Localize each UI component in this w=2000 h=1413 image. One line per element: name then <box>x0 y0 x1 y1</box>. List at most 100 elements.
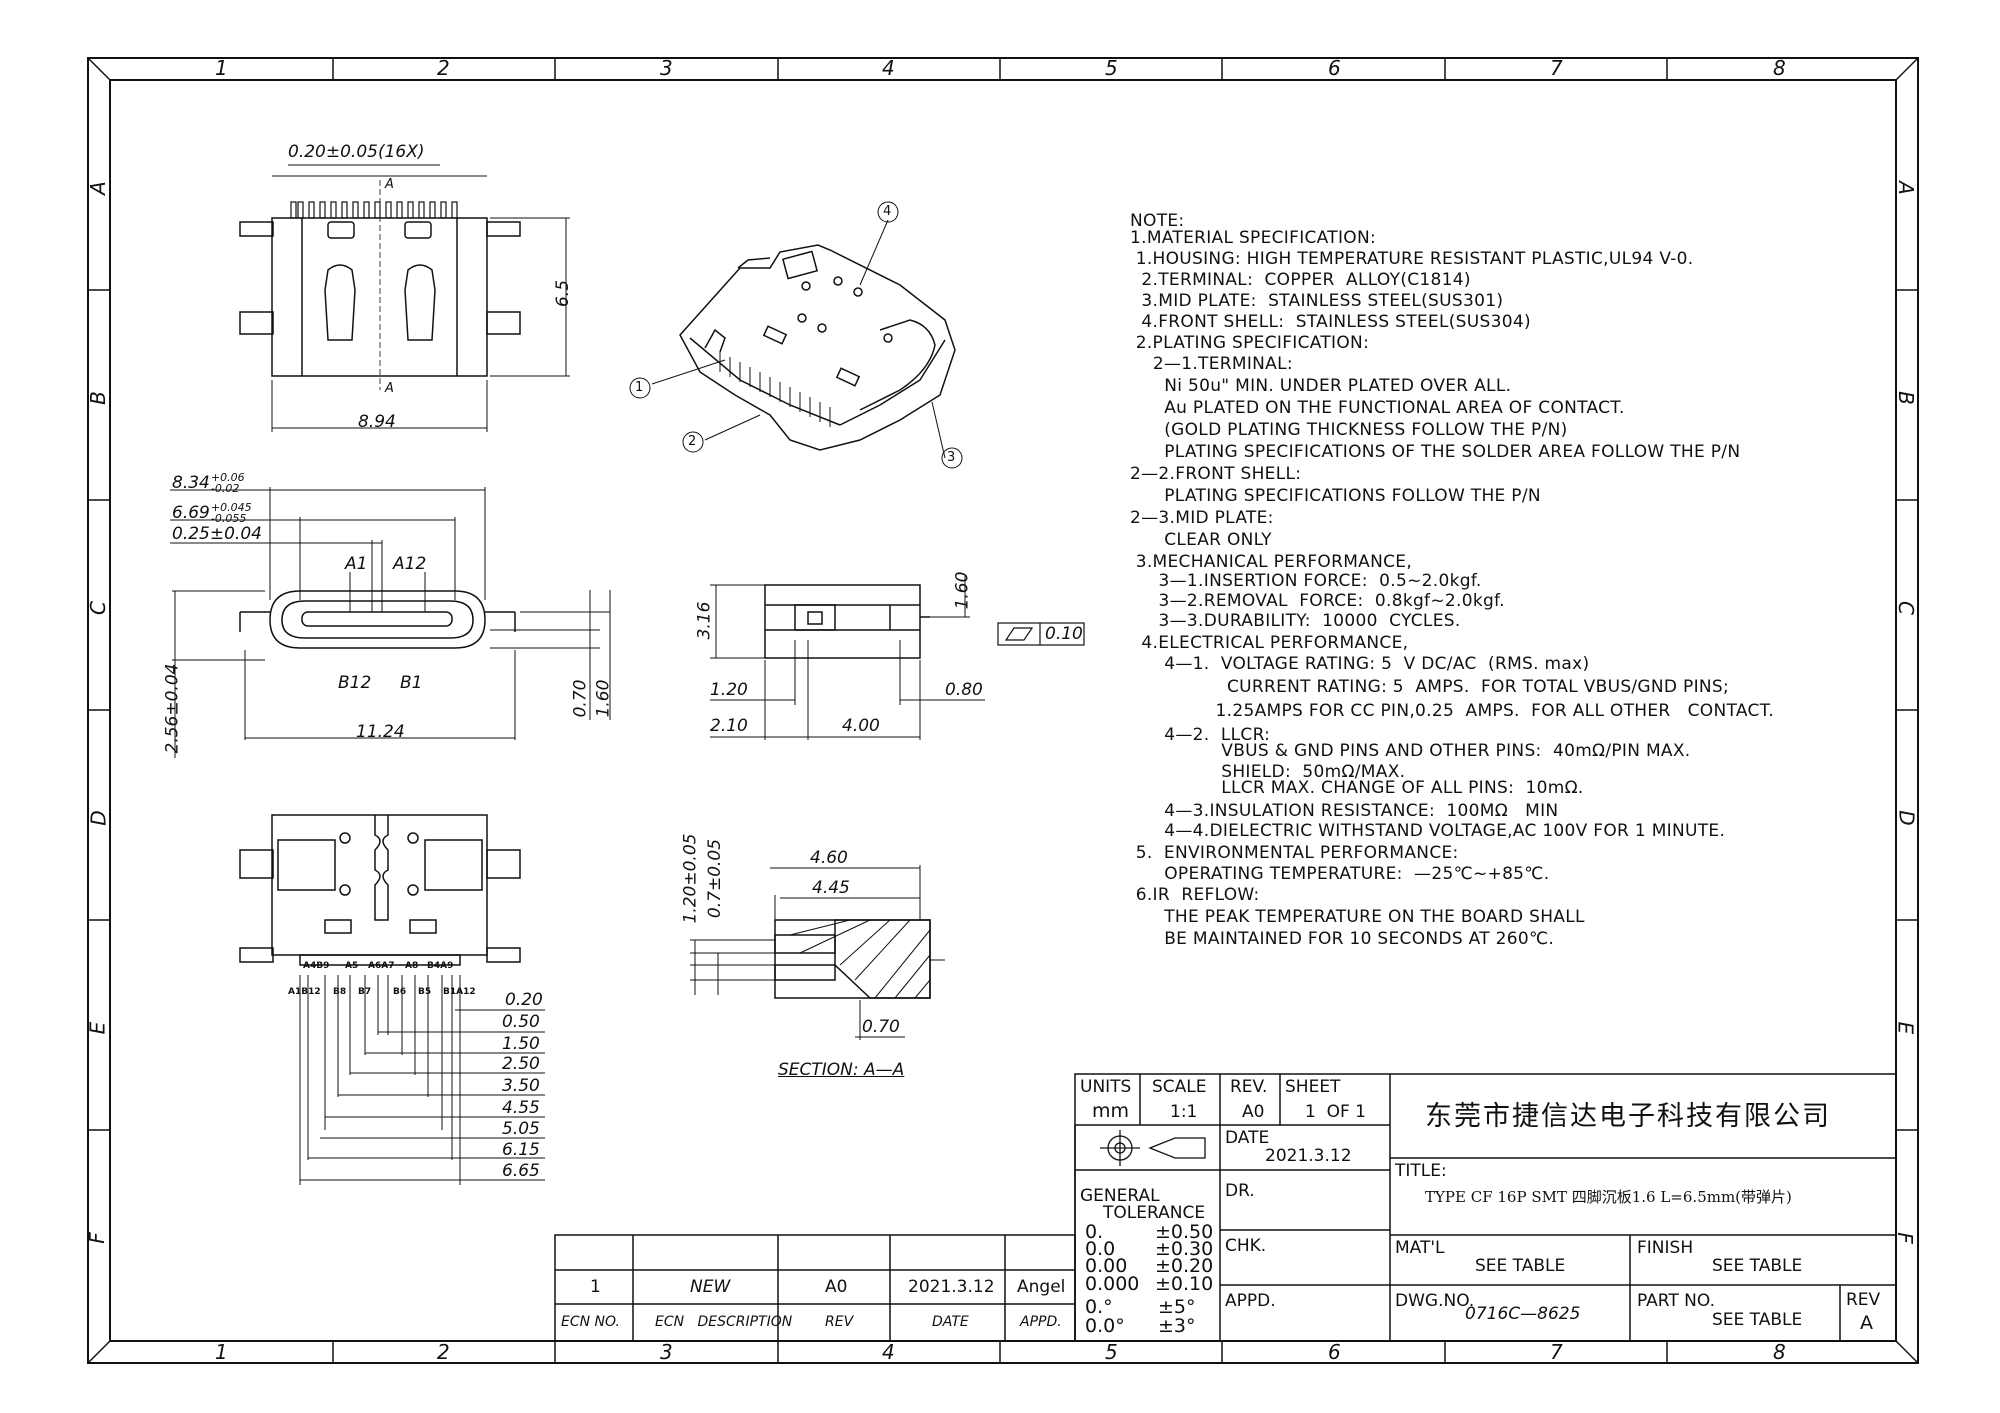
tb-title-label: TITLE: <box>1395 1161 1447 1181</box>
note-line-15: CLEAR ONLY <box>1130 530 1272 550</box>
note-line-32: 6.IR REFLOW: <box>1130 885 1260 905</box>
zone-left-C: C <box>85 601 110 615</box>
top-view <box>239 164 570 432</box>
tb-scale-value: 1:1 <box>1170 1102 1198 1122</box>
tb-appd-label: APPD. <box>1225 1291 1276 1311</box>
front-dim-669-tol-upper: +0.045 <box>210 501 252 514</box>
tb-tol-3-key: 0.000 <box>1085 1273 1140 1295</box>
tb-title-value: TYPE CF 16P SMT 四脚沉板1.6 L=6.5mm(带弹片) <box>1425 1188 1792 1206</box>
tb-tol-5-val: ±3° <box>1158 1315 1196 1337</box>
bottom-dim-4: 3.50 <box>502 1076 540 1096</box>
zone-left-A: A <box>85 181 110 195</box>
tb-tol-2-val: ±0.20 <box>1155 1255 1214 1277</box>
zone-bottom-6: 6 <box>1328 1340 1341 1364</box>
rev-row-date: 2021.3.12 <box>908 1277 995 1297</box>
zone-right-E: E <box>1893 1021 1918 1035</box>
iso-callout-1: 1 <box>635 380 644 395</box>
tb-tol-5-key: 0.0° <box>1085 1315 1125 1337</box>
note-line-27: LLCR MAX. CHANGE OF ALL PINS: 10mΩ. <box>1130 778 1584 798</box>
note-line-21: 4—1. VOLTAGE RATING: 5 V DC/AC (RMS. max… <box>1130 654 1590 674</box>
zone-right-D: D <box>1894 810 1919 826</box>
iso-callout-4: 4 <box>883 204 892 219</box>
zone-top-6: 6 <box>1328 56 1341 80</box>
note-line-17: 3—1.INSERTION FORCE: 0.5~2.0kgf. <box>1130 571 1482 591</box>
top-view-section-mark-bottom: A <box>385 381 394 396</box>
tb-dr-label: DR. <box>1225 1181 1255 1201</box>
top-view-pitch-dim: 0.20±0.05(16X) <box>288 142 425 162</box>
bottom-dim-5: 4.55 <box>502 1098 540 1118</box>
tb-units-label: UNITS <box>1080 1077 1132 1097</box>
note-line-23: 1.25AMPS FOR CC PIN,0.25 AMPS. FOR ALL O… <box>1130 701 1775 721</box>
tb-matl-label: MAT'L <box>1395 1238 1445 1258</box>
zone-top-8: 8 <box>1773 56 1786 80</box>
tb-tol-1-val: ±0.30 <box>1155 1238 1214 1260</box>
tb-dwg-label: DWG.NO. <box>1395 1291 1475 1311</box>
zone-bottom-1: 1 <box>215 1340 228 1364</box>
bottom-pin-bottom-5: B1A12 <box>443 987 476 997</box>
front-dim-669-value: 6.69 <box>172 503 210 523</box>
note-line-34: BE MAINTAINED FOR 10 SECONDS AT 260℃. <box>1130 929 1555 949</box>
rev-header-date: DATE <box>932 1314 969 1330</box>
tb-rev-value: A0 <box>1242 1102 1265 1122</box>
front-dim-834-tol-upper: +0.06 <box>210 471 245 484</box>
section-dim-120: 1.20±0.05 <box>680 833 701 924</box>
bottom-pin-bottom-3: B6 <box>393 987 407 997</box>
bottom-dim-6: 5.05 <box>502 1119 540 1139</box>
tb-tol-0-key: 0. <box>1085 1221 1104 1243</box>
front-pin-b12: B12 <box>338 673 372 693</box>
front-width-dim: 11.24 <box>356 722 405 742</box>
section-dim-070: 0.70 <box>862 1017 900 1037</box>
tb-tol-3-val: ±0.10 <box>1155 1273 1214 1295</box>
note-line-1: 1.MATERIAL SPECIFICATION: <box>1130 228 1377 248</box>
note-line-5: 4.FRONT SHELL: STAINLESS STEEL(SUS304) <box>1130 312 1531 332</box>
bottom-pin-bottom-2: B7 <box>358 987 372 997</box>
rev-header-ecn: ECN NO. <box>561 1314 620 1330</box>
iso-callout-2: 2 <box>688 434 697 449</box>
front-dim-160: 1.60 <box>593 679 614 718</box>
note-line-14: 2—3.MID PLATE: <box>1130 508 1274 528</box>
tb-tol-0-val: ±0.50 <box>1155 1221 1214 1243</box>
bottom-pin-top-2: A6A7 <box>368 961 395 971</box>
zone-right-F: F <box>1892 1232 1917 1244</box>
note-line-6: 2.PLATING SPECIFICATION: <box>1130 333 1370 353</box>
tb-rev2-value: A <box>1860 1312 1873 1334</box>
note-line-33: THE PEAK TEMPERATURE ON THE BOARD SHALL <box>1130 907 1585 927</box>
tb-date-value: 2021.3.12 <box>1265 1146 1352 1166</box>
front-dim-669: 6.69+0.045-0.055 <box>172 502 252 524</box>
bottom-view <box>239 814 545 1185</box>
section-label: SECTION: A—A <box>778 1060 905 1080</box>
zone-bottom-5: 5 <box>1105 1340 1118 1364</box>
bottom-dim-1: 0.50 <box>502 1012 540 1032</box>
iso-view <box>629 201 963 469</box>
tb-tol-4-key: 0.° <box>1085 1296 1113 1318</box>
front-dim-669-tol-lower: -0.055 <box>210 512 247 525</box>
front-height-dim: 2.56±0.04 <box>162 663 183 754</box>
zone-top-7: 7 <box>1550 56 1563 80</box>
side-flatness-value: 0.10 <box>1045 624 1083 644</box>
front-pin-b1: B1 <box>400 673 423 693</box>
note-line-19: 3—3.DURABILITY: 10000 CYCLES. <box>1130 611 1461 631</box>
bottom-pin-top-0: A4B9 <box>303 961 330 971</box>
tb-tol-1-key: 0.0 <box>1085 1238 1116 1260</box>
front-dim-834-tol-lower: -0.02 <box>210 482 240 495</box>
top-view-height-dim: 6.5 <box>553 279 574 308</box>
top-view-section-mark-top: A <box>385 177 394 192</box>
section-view <box>690 865 945 1040</box>
bottom-dim-2: 1.50 <box>502 1034 540 1054</box>
front-pin-a1: A1 <box>345 554 368 574</box>
side-dim-210: 2.10 <box>710 716 748 736</box>
note-line-18: 3—2.REMOVAL FORCE: 0.8kgf~2.0kgf. <box>1130 591 1505 611</box>
rev-row-ecn: 1 <box>590 1277 601 1297</box>
note-line-26: SHIELD: 50mΩ/MAX. <box>1130 762 1406 782</box>
note-line-10: (GOLD PLATING THICKNESS FOLLOW THE P/N) <box>1130 420 1568 440</box>
zone-top-2: 2 <box>437 56 450 80</box>
note-line-24: 4—2. LLCR: <box>1130 725 1271 745</box>
tb-company-name: 东莞市捷信达电子科技有限公司 <box>1425 1101 1831 1132</box>
rev-header-appd: APPD. <box>1020 1314 1062 1330</box>
note-line-8: Ni 50u" MIN. UNDER PLATED OVER ALL. <box>1130 376 1512 396</box>
rev-row-rev: A0 <box>825 1277 848 1297</box>
tb-scale-label: SCALE <box>1152 1077 1207 1097</box>
title-block-grid <box>554 1073 1897 1342</box>
tb-sheet-label: SHEET <box>1285 1077 1341 1097</box>
tb-dwg-value: 0716C—8625 <box>1465 1304 1581 1324</box>
